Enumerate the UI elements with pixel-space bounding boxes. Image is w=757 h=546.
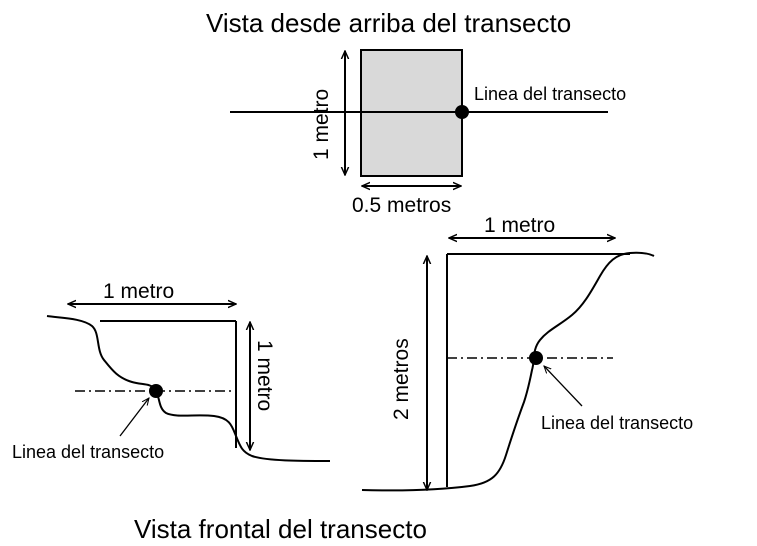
front-view-title: Vista frontal del transecto [134, 514, 427, 544]
left-transect-pointer [119, 398, 149, 437]
left-transect-point [149, 384, 163, 398]
right-height-label: 2 metros [390, 338, 413, 420]
right-transect-point [529, 351, 543, 365]
left-front-view: Linea del transecto 1 metro 1 metro [12, 280, 331, 462]
top-view-title: Vista desde arriba del transecto [206, 8, 571, 38]
top-height-label: 1 metro [310, 89, 333, 160]
top-transect-label: Linea del transecto [474, 84, 626, 104]
left-height-label: 1 metro [253, 340, 276, 411]
right-transect-label: Linea del transecto [541, 413, 693, 433]
left-width-label: 1 metro [103, 280, 174, 303]
top-width-label: 0.5 metros [352, 194, 451, 217]
top-view: Linea del transecto 1 metro 0.5 metros [230, 49, 626, 217]
right-front-view: Linea del transecto 1 metro 2 metros [361, 214, 693, 492]
right-transect-pointer [544, 366, 583, 407]
left-transect-label: Linea del transecto [12, 442, 164, 462]
transect-point-top [455, 105, 469, 119]
right-width-label: 1 metro [484, 214, 555, 237]
left-bank-profile [46, 315, 331, 462]
